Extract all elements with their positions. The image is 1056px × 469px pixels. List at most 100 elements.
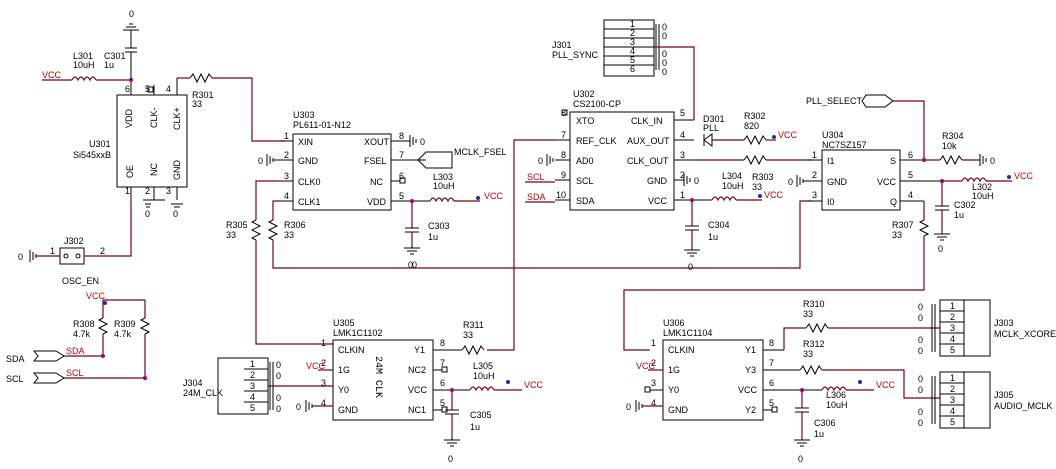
r301-ref: R301	[192, 90, 214, 100]
j304-pin-2: 2	[250, 370, 255, 380]
r307-ref: R307	[892, 220, 914, 230]
r304-value: 10k	[942, 141, 957, 151]
u302-body[interactable]	[569, 111, 675, 211]
u305-pin-vcc: VCC	[408, 385, 428, 395]
net-label-scl-u302: SCL	[527, 172, 545, 182]
u302-num-7: 7	[561, 130, 566, 140]
u306-num-6: 6	[769, 378, 774, 388]
u302-pin-scl: SCL	[576, 176, 594, 186]
j303-ref: J303	[994, 318, 1014, 328]
u301-pin-clkp: CLK+	[172, 107, 182, 130]
net-label-vcc-l302: VCC	[1014, 171, 1034, 181]
net-label-sda-pullup: SDA	[66, 346, 85, 356]
r305-resistor	[250, 219, 262, 241]
j303-gnd-4: 0	[918, 335, 923, 345]
c305-ref: C305	[470, 410, 492, 420]
u301-body[interactable]	[116, 94, 188, 188]
net-label-sda-u302: SDA	[527, 192, 546, 202]
u306-body[interactable]	[662, 339, 764, 421]
u305-pin-y0: Y0	[338, 385, 349, 395]
r309-resistor	[139, 317, 151, 335]
r312-value: 33	[803, 349, 813, 359]
net-label-vcc-pullup: VCC	[86, 291, 106, 301]
j302-connector[interactable]: J302 1 2 OSC_EN 0	[18, 236, 105, 286]
u301-ref: U301	[89, 139, 111, 149]
u303-pin-vdd: VDD	[367, 197, 387, 207]
l301-ref: L301	[73, 51, 93, 61]
j305-pin-5: 5	[950, 417, 955, 427]
u303-body[interactable]	[292, 133, 392, 211]
r312-ref: R312	[803, 339, 825, 349]
u303-value: PL611-01-N12	[293, 120, 351, 130]
u301-value: Si545xxB	[73, 150, 111, 160]
j301-gnd-2: 0	[662, 31, 667, 41]
u306-pin-1g: 1G	[668, 365, 680, 375]
u302-num-1: 1	[680, 190, 685, 200]
l304-ref: L304	[722, 171, 742, 181]
u305-block: U305 LMK1C1102 CLKIN 1G Y0 GND Y1 NC2 VC…	[321, 318, 470, 421]
u302-block: U302 CS2100-CP XTO REF_CLK AD0 SCL SDA C…	[555, 89, 712, 211]
u305-ref: U305	[333, 318, 355, 328]
l302-coil	[961, 177, 987, 183]
u304-pin-vcc: VCC	[877, 177, 897, 187]
u303-num-1: 1	[284, 131, 289, 141]
u301-nc-marker	[147, 86, 154, 93]
u306-pin-clkin: CLKIN	[668, 345, 695, 355]
r311-resistor	[461, 344, 485, 356]
j305-gnd-1: 0	[918, 374, 923, 384]
l302-ref: L302	[972, 182, 992, 192]
l306-coil	[821, 386, 847, 392]
j305-connector[interactable]: 1 2 3 4 5 0 0 0 0 J305 AUDIO_MCLK	[918, 371, 1053, 429]
u301-num-2: 2	[145, 186, 150, 196]
gnd-label-c305: 0	[448, 454, 453, 464]
u306-value: LMK1C1104	[663, 328, 712, 338]
u302-pin-clkout: CLK_OUT	[627, 156, 669, 166]
u306-pin-y1: Y1	[745, 345, 756, 355]
u305-pin-nc2: NC2	[408, 365, 426, 375]
u302-num-2: 2	[680, 170, 685, 180]
j301-gnd-5: 0	[662, 58, 667, 68]
u305-num-8: 8	[440, 338, 445, 348]
u304-body[interactable]	[821, 149, 901, 211]
u301-block: U301 Si545xxB VDD CLK- CLK+ OE NC GND 6 …	[73, 78, 188, 200]
j301-gnd-1: 0	[662, 22, 667, 32]
j303-connector[interactable]: 1 2 3 4 5 0 0 0 0 J303 MCLK_XCORE	[918, 299, 1056, 357]
gnd-label-u301-2: 0	[145, 209, 150, 219]
j301-connector[interactable]: J301 PLL_SYNC 1 2 3 4 5 6 0 0 0 0 0	[552, 19, 667, 77]
u303-block: U303 PL611-01-N12 XIN GND CLK0 CLK1 XOUT…	[280, 110, 430, 211]
u302-num-4: 4	[680, 130, 685, 140]
c301-value: 1u	[104, 60, 114, 70]
u305-num-7: 7	[440, 358, 445, 368]
j303-pin-1: 1	[950, 301, 955, 311]
r312-resistor	[799, 364, 823, 376]
u303-num-5: 5	[399, 191, 404, 201]
j304-pin-1: 1	[250, 359, 255, 369]
u305-body[interactable]	[332, 339, 434, 421]
d301-ref: D301	[703, 114, 725, 124]
gnd-label-u306: 0	[626, 402, 631, 412]
j301-ref: J301	[552, 40, 572, 50]
r306-resistor	[267, 219, 279, 241]
d301-value: PLL	[703, 123, 719, 133]
u303-num-8: 8	[399, 131, 404, 141]
j305-gnd-2: 0	[918, 385, 923, 395]
sda-label: SDA	[6, 354, 25, 364]
u305-pin-gnd: GND	[338, 405, 359, 415]
u303-pin-clk1: CLK1	[298, 197, 321, 207]
r303-value: 33	[752, 182, 762, 192]
net-label-vcc-l305: VCC	[524, 380, 544, 390]
u302-pin-ad0: AD0	[576, 156, 594, 166]
c302-ref: C302	[954, 200, 976, 210]
l305-value: 10uH	[473, 371, 495, 381]
j301-gnd-6: 0	[662, 67, 667, 77]
u304-num-1: 1	[812, 150, 817, 160]
j304-connector[interactable]: 1 2 3 4 5 0 0 0 0 J304 24M_CLK	[183, 357, 281, 415]
gnd-label-u302-gnd: 0	[694, 176, 699, 186]
j301-value: PLL_SYNC	[552, 50, 599, 60]
u305-num-3: 3	[321, 378, 326, 388]
j302-pin-2: 2	[100, 246, 105, 256]
gnd-label-c306: 0	[798, 454, 803, 464]
gnd-label-u303-xout: 0	[420, 137, 425, 147]
j302-value: OSC_EN	[62, 276, 99, 286]
gnd-label-bottom-rail: 0	[412, 260, 417, 270]
